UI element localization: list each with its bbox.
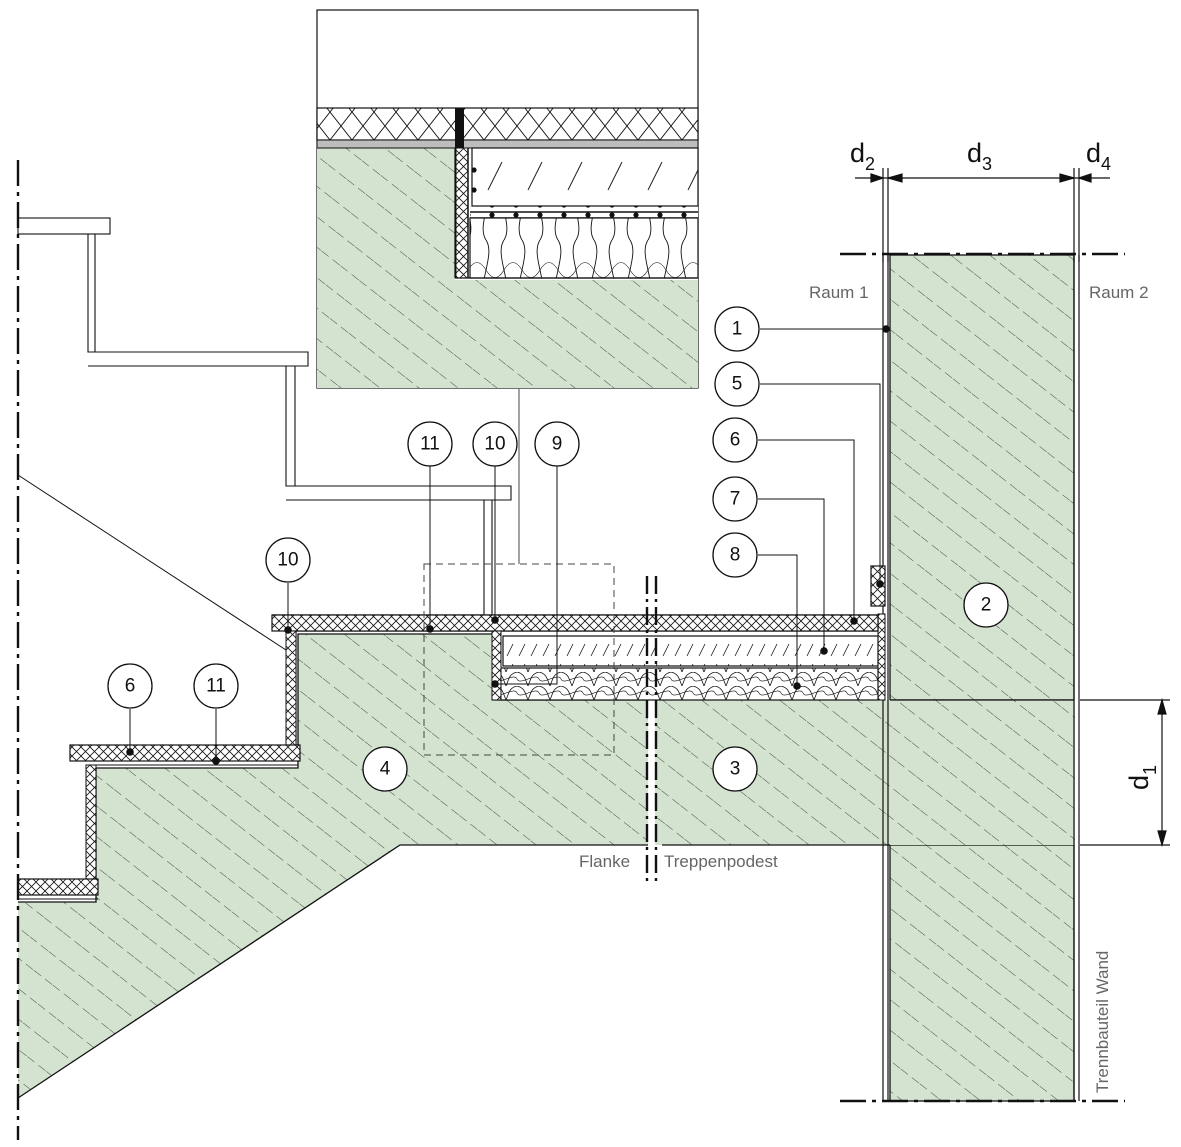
callout-3: 3 <box>712 746 758 792</box>
dim-d3: d3 <box>967 138 992 174</box>
callout-11-stair-text: 11 <box>206 676 226 697</box>
label-raum2: Raum 2 <box>1089 283 1149 302</box>
callout-4: 4 <box>362 746 408 792</box>
callout-7: 7 <box>712 476 758 522</box>
dimension-d2-d3-d4 <box>855 168 1110 262</box>
landing-edge-strip <box>491 630 502 701</box>
callout-4-text: 4 <box>380 759 391 780</box>
callout-7-text: 7 <box>730 489 741 510</box>
callout-5-text: 5 <box>732 374 743 395</box>
dim-d4: d4 <box>1086 138 1111 174</box>
landing-screed-layer <box>502 635 879 667</box>
concrete-wall-lower <box>889 844 1075 1102</box>
landing-impact-insulation <box>499 667 879 701</box>
label-treppenpodest: Treppenpodest <box>664 852 778 871</box>
callout-10-landing: 10 <box>472 421 518 467</box>
callout-1: 1 <box>714 306 760 352</box>
dim-d2: d2 <box>850 138 875 174</box>
enlarged-detail <box>316 9 699 389</box>
stair-reference-line <box>17 474 287 651</box>
detail-frame-dashed <box>423 563 615 756</box>
concrete-wall-upper <box>889 254 1075 701</box>
label-flanke: Flanke <box>579 852 630 871</box>
callout-8: 8 <box>712 532 758 578</box>
leader-dots <box>126 325 890 765</box>
concrete-stair-flight <box>17 633 648 1099</box>
stair-tread-upper <box>285 630 297 746</box>
callout-6-stair: 6 <box>107 663 153 709</box>
section-break-line <box>645 576 658 885</box>
callout-3-text: 3 <box>730 759 741 780</box>
dim-d1: d1 <box>1124 765 1160 790</box>
callout-11-stair: 11 <box>193 663 239 709</box>
callout-6-stair-text: 6 <box>125 676 136 697</box>
callout-9-text: 9 <box>552 434 563 455</box>
callout-11-landing-text: 11 <box>420 434 440 455</box>
callout-9: 9 <box>534 421 580 467</box>
callout-6-landing: 6 <box>712 417 758 463</box>
callout-5: 5 <box>714 361 760 407</box>
callout-11-landing: 11 <box>407 421 453 467</box>
upper-flight-outline <box>17 217 512 615</box>
callout-10-stair: 10 <box>265 537 311 583</box>
label-trennbauteil-wand: Trennbauteil Wand <box>1093 951 1112 1093</box>
callout-10-landing-text: 10 <box>484 434 505 455</box>
callout-2: 2 <box>963 582 1009 628</box>
stair-tread-middle <box>69 744 301 880</box>
callout-10-stair-text: 10 <box>277 550 298 571</box>
callout-1-text: 1 <box>732 319 743 340</box>
label-raum1: Raum 1 <box>809 283 869 302</box>
callout-8-text: 8 <box>730 545 741 566</box>
leader-lines <box>129 328 886 761</box>
callout-2-text: 2 <box>981 595 992 616</box>
stair-tread-lower <box>17 878 99 900</box>
dimension-d1 <box>1080 697 1170 848</box>
callout-6-landing-text: 6 <box>730 430 741 451</box>
